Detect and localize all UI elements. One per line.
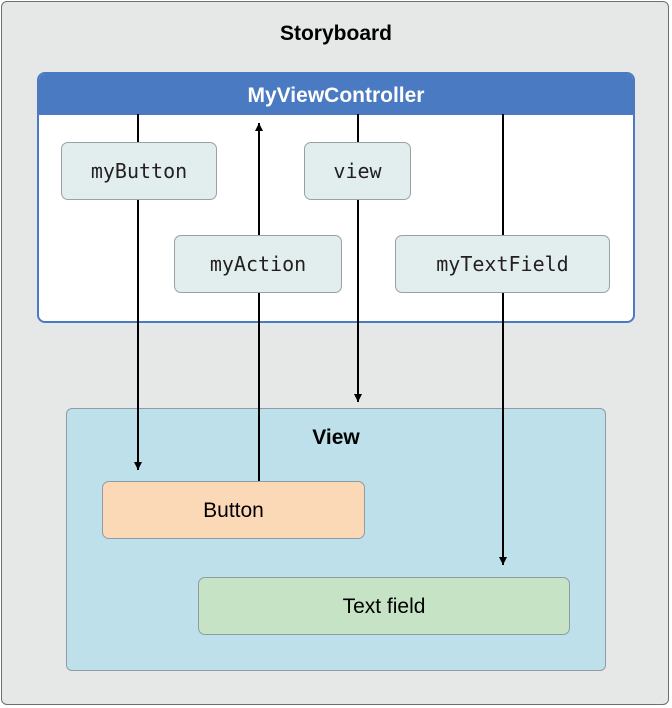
view-title: View	[312, 426, 360, 449]
my-text-field-outlet: myTextField	[395, 235, 610, 293]
text-field-element: Text field	[198, 577, 570, 635]
view-controller-title: MyViewController	[39, 74, 633, 115]
my-action-outlet: myAction	[174, 235, 342, 293]
my-button-outlet: myButton	[61, 142, 217, 200]
view-outlet: view	[304, 142, 411, 200]
storyboard-title: Storyboard	[279, 22, 392, 45]
button-element: Button	[102, 481, 365, 539]
